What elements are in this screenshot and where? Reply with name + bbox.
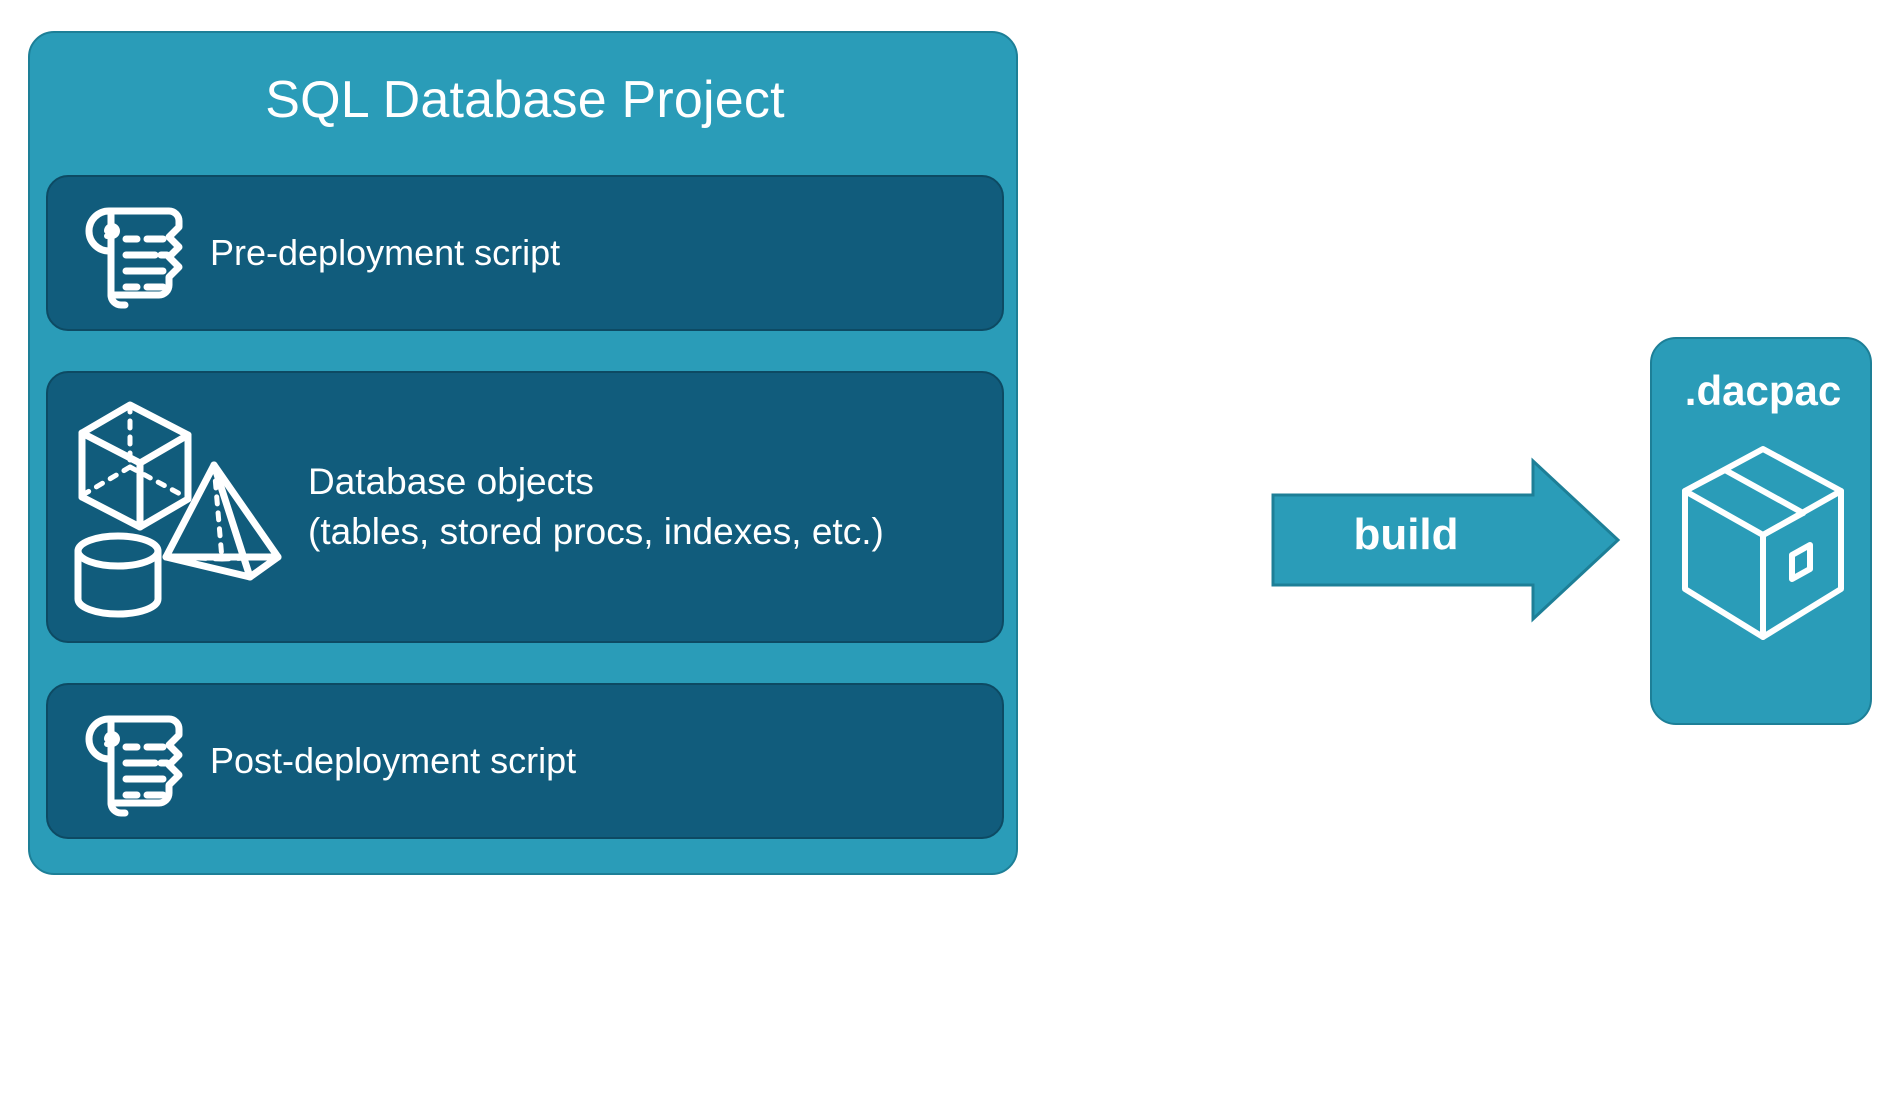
database-objects-icon-group — [56, 391, 308, 623]
dacpac-card: .dacpac — [1650, 337, 1872, 725]
row-pre-deployment-script[interactable]: Pre-deployment script — [46, 175, 1004, 331]
cylinder-icon — [74, 532, 162, 618]
row-database-objects-label: Database objects (tables, stored procs, … — [308, 461, 884, 552]
cube-icon — [78, 401, 192, 531]
package-box-icon — [1679, 443, 1847, 643]
right-arrow-icon — [1271, 457, 1621, 623]
row-post-deployment-label: Post-deployment script — [210, 740, 577, 781]
row-pre-deployment-label: Pre-deployment script — [210, 232, 561, 273]
project-title: SQL Database Project — [265, 71, 785, 129]
pyramid-icon — [162, 461, 282, 581]
row-post-deployment-script[interactable]: Post-deployment script — [46, 683, 1004, 839]
sql-database-project-panel: SQL Database Project — [28, 31, 1018, 875]
dacpac-title: .dacpac — [1684, 367, 1842, 414]
scroll-icon — [60, 199, 210, 309]
row-database-objects[interactable]: Database objects (tables, stored procs, … — [46, 371, 1004, 643]
scroll-icon — [60, 707, 210, 817]
